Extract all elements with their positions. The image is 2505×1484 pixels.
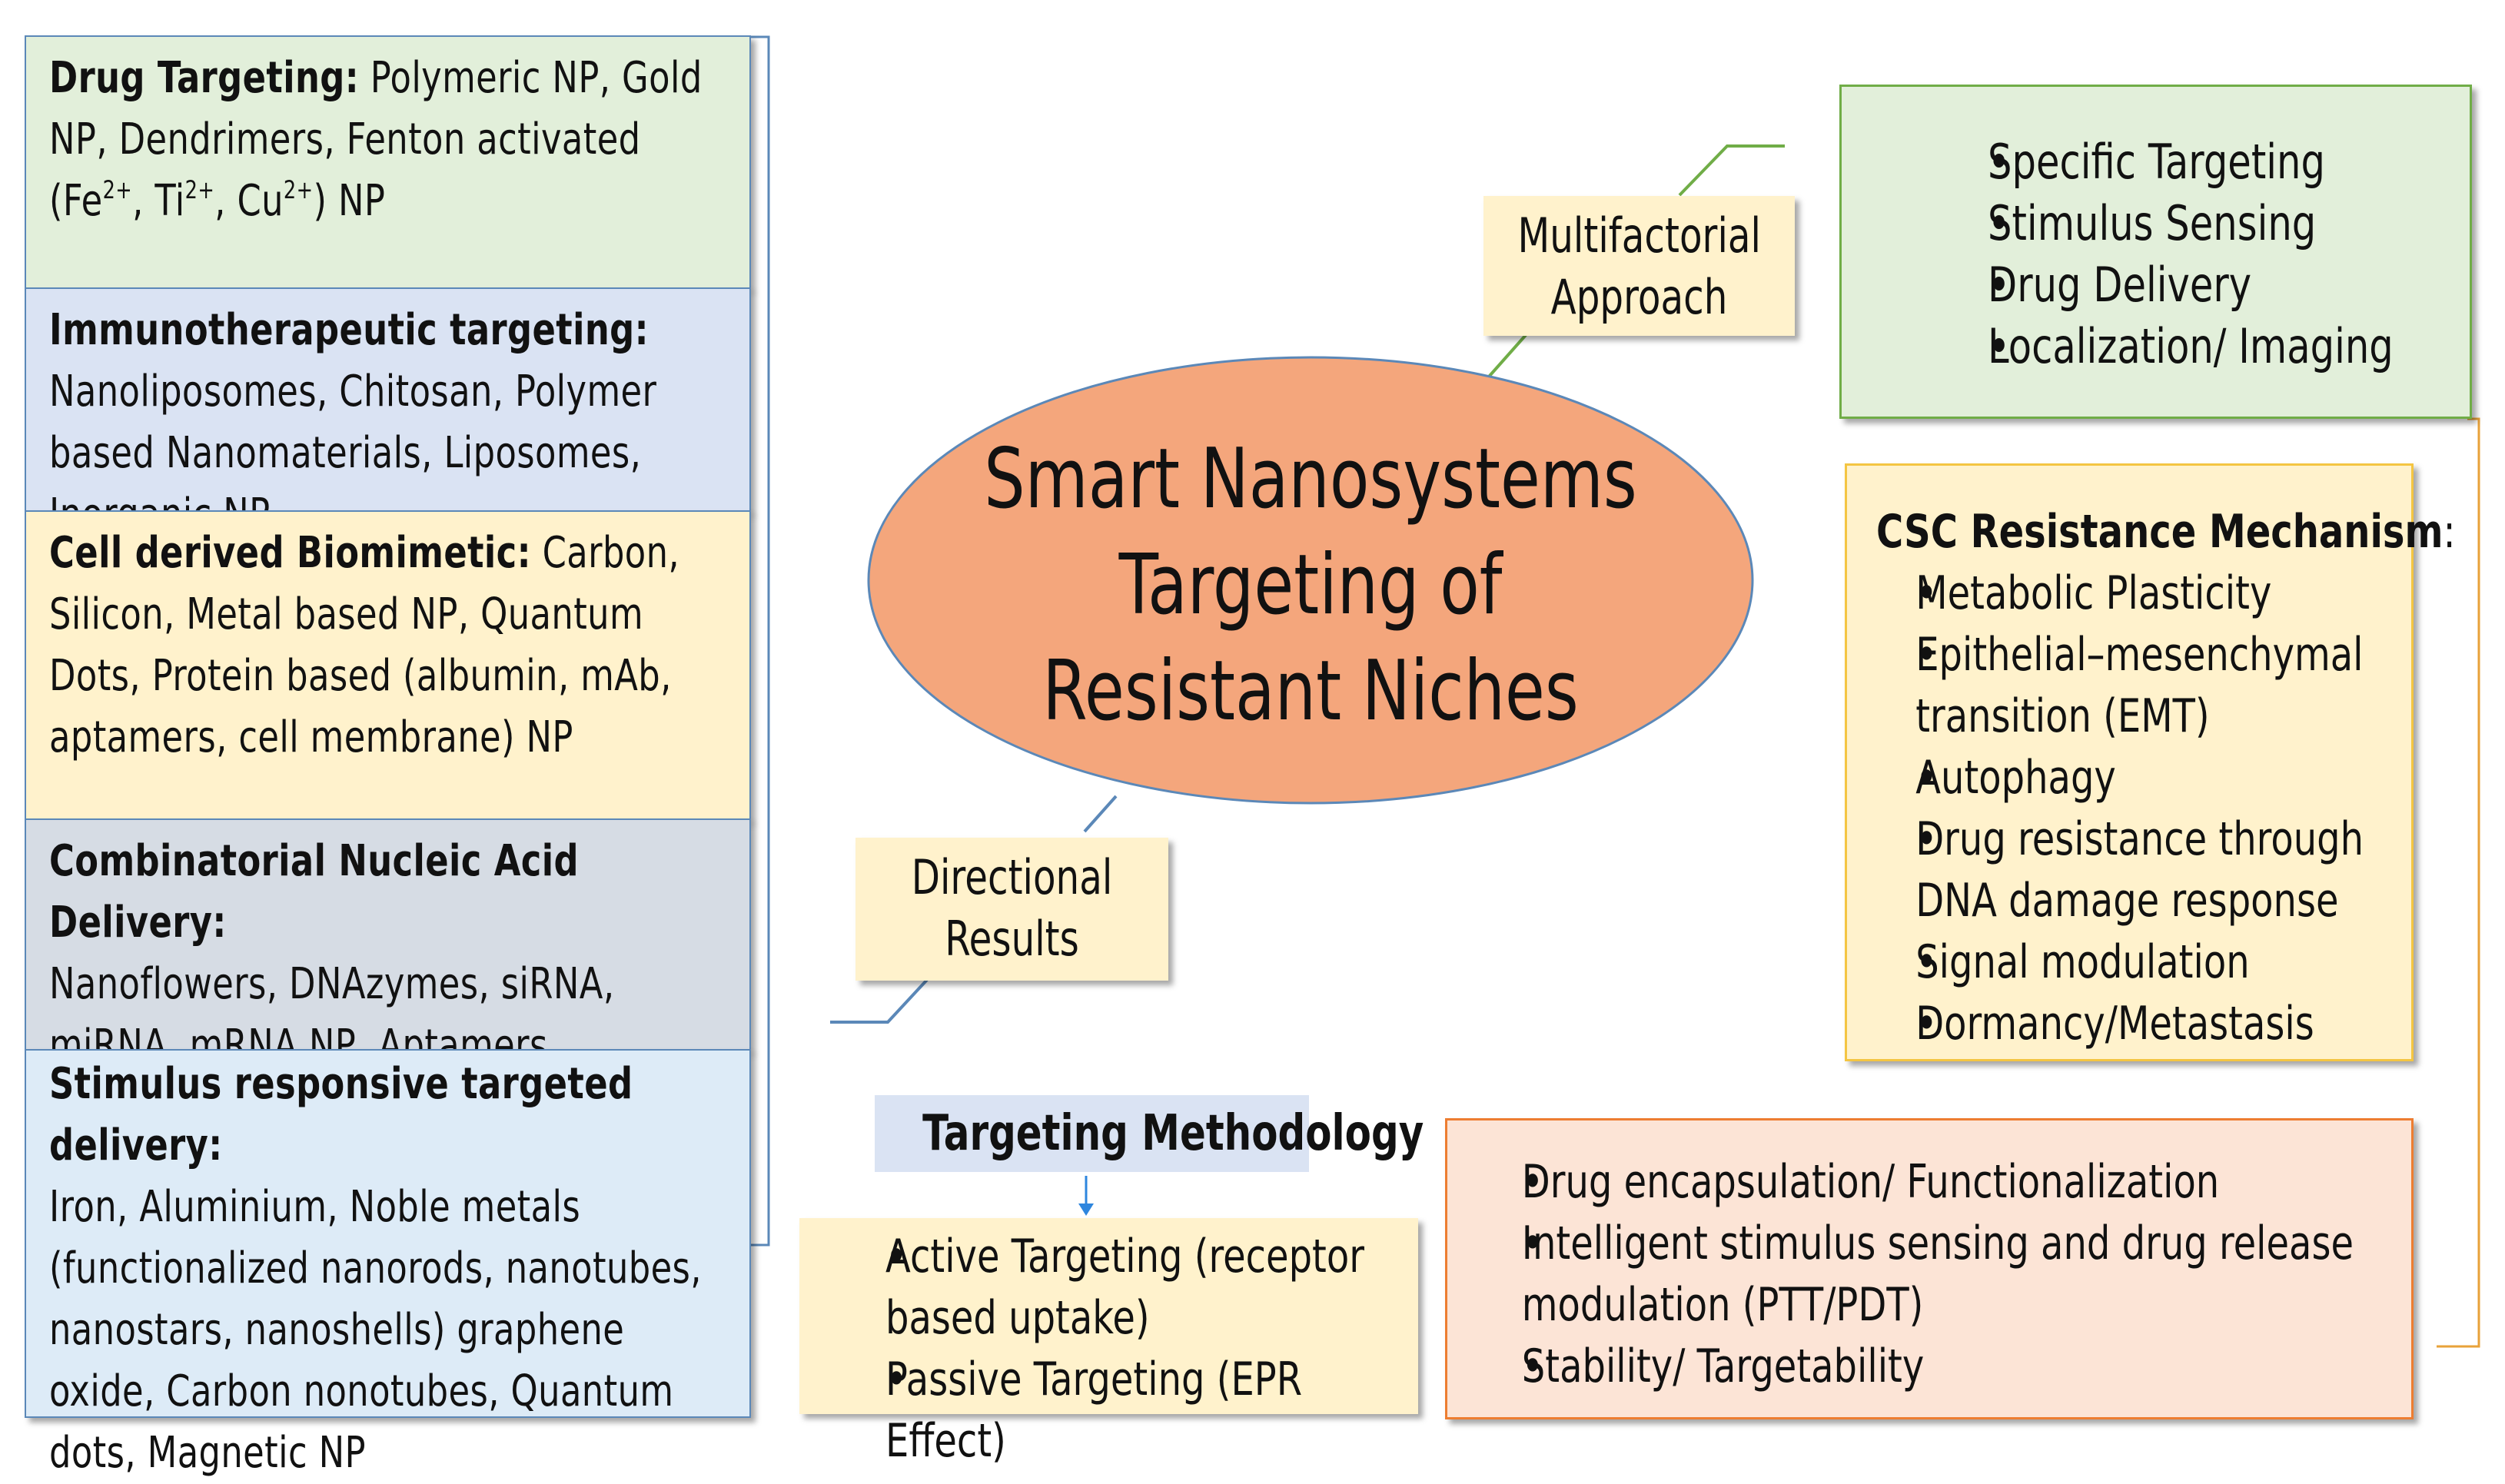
targeting-method-item: Active Targeting (receptor based uptake) [818, 1226, 1414, 1349]
approach-features-list: Specific Targeting Stimulus Sensing Drug… [1926, 131, 2430, 377]
directional-connector [1083, 795, 1118, 833]
approach-features-box: Specific Targeting Stimulus Sensing Drug… [1839, 85, 2472, 419]
nanosystem-property-item: Drug encapsulation/ Functionalization [1487, 1151, 2385, 1213]
title-line-2: Targeting of [1118, 537, 1503, 633]
methodology-arrow-head [1078, 1203, 1094, 1216]
multifactorial-connector [1482, 334, 1527, 384]
title-line-3: Resistant Niches [1042, 643, 1579, 739]
csc-mechanism-item: Dormancy/Metastasis [1876, 993, 2405, 1054]
approach-feature-item: Stimulus Sensing [1926, 193, 2430, 254]
directional-box: Directional Results [855, 838, 1168, 981]
multifactorial-box: Multifactorial Approach [1483, 196, 1795, 336]
approach-feature-item: Drug Delivery [1926, 254, 2430, 316]
csc-resistance-list: Metabolic Plasticity Epithelial–mesenchy… [1876, 563, 2405, 1054]
multifactorial-line-1: Multifactorial [1517, 207, 1761, 264]
drug-targeting-block: Drug Targeting: Polymeric NP, Gold NP, D… [25, 35, 751, 289]
csc-mechanism-item: Drug resistance through DNA damage respo… [1876, 808, 2405, 931]
targeting-methodology-label: Targeting Methodology [922, 1105, 1424, 1162]
nucleic-acid-block: Combinatorial Nucleic Acid Delivery:Nano… [25, 818, 751, 1071]
multifactorial-line-2: Approach [1550, 269, 1728, 325]
immunotherapeutic-heading: Immunotherapeutic targeting: [49, 305, 649, 355]
stimulus-responsive-block: Stimulus responsive targeted delivery:Ir… [25, 1049, 751, 1478]
csc-mechanism-item: Autophagy [1876, 747, 2405, 808]
immunotherapeutic-block: Immunotherapeutic targeting:Nanoliposome… [25, 287, 751, 539]
nanosystem-properties-box: Drug encapsulation/ Functionalization In… [1445, 1118, 2414, 1419]
approach-feature-item: Localization/ Imaging [1926, 316, 2430, 377]
csc-mechanism-item: Signal modulation [1876, 931, 2405, 993]
nucleic-acid-heading: Combinatorial Nucleic Acid Delivery: [49, 836, 579, 948]
targeting-method-item: Passive Targeting (EPR Effect) [818, 1349, 1414, 1472]
targeting-methods-list: Active Targeting (receptor based uptake)… [818, 1226, 1414, 1472]
nanosystem-property-item: Intelligent stimulus sensing and drug re… [1487, 1213, 2385, 1336]
csc-mechanism-item: Metabolic Plasticity [1876, 563, 2405, 624]
nanosystem-property-item: Stability/ Targetability [1487, 1336, 2385, 1397]
right-orange-connector [2437, 417, 2480, 1348]
csc-resistance-box: CSC Resistance Mechanism: Metabolic Plas… [1845, 463, 2456, 1061]
title-line-1: Smart Nanosystems [984, 431, 1637, 527]
biomimetic-heading: Cell derived Biomimetic: [49, 528, 531, 578]
nucleic-acid-text: Combinatorial Nucleic Acid Delivery:Nano… [49, 831, 726, 1077]
biomimetic-text: Cell derived Biomimetic: Carbon, Silicon… [49, 528, 680, 762]
targeting-methodology-label-box: Targeting Methodology [875, 1095, 1424, 1172]
connector-lines [749, 35, 2480, 1348]
directional-connector-bottom [830, 978, 929, 1024]
approach-feature-item: Specific Targeting [1926, 131, 2430, 193]
drug-targeting-heading: Drug Targeting: [49, 53, 360, 103]
central-ellipse [867, 356, 1754, 805]
central-title: Smart Nanosystems Targeting of Resistant… [861, 427, 1760, 745]
stimulus-responsive-heading: Stimulus responsive targeted delivery: [49, 1059, 633, 1170]
directional-line-2: Results [945, 911, 1079, 967]
targeting-methods-box: Active Targeting (receptor based uptake)… [799, 1218, 1418, 1468]
csc-resistance-heading: CSC Resistance Mechanism [1876, 505, 2444, 559]
nanosystem-properties-list: Drug encapsulation/ Functionalization In… [1487, 1151, 2385, 1397]
csc-resistance-content: CSC Resistance Mechanism: Metabolic Plas… [1876, 501, 2456, 1054]
biomimetic-block: Cell derived Biomimetic: Carbon, Silicon… [25, 510, 751, 820]
stimulus-responsive-text: Stimulus responsive targeted delivery:Ir… [49, 1054, 726, 1484]
immunotherapeutic-text: Immunotherapeutic targeting:Nanoliposome… [49, 300, 726, 546]
csc-mechanism-item: Epithelial–mesenchymal transition (EMT) [1876, 624, 2405, 747]
directional-line-1: Directional [911, 849, 1113, 905]
left-bracket-line [749, 35, 770, 1247]
multifactorial-connector-top [1678, 144, 1785, 197]
drug-targeting-text: Drug Targeting: Polymeric NP, Gold NP, D… [49, 53, 703, 226]
